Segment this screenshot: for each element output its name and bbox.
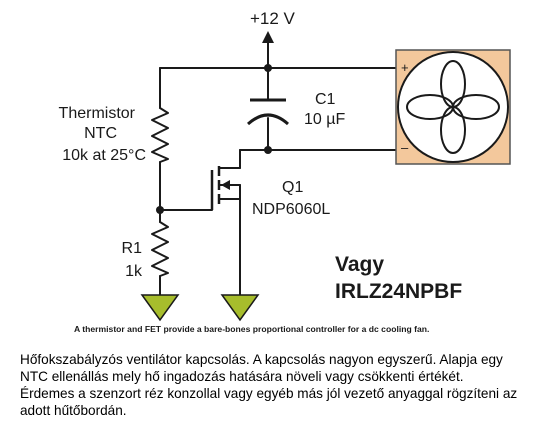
fet-part-label: NDP6060L (252, 201, 330, 218)
resistor-name-label: R1 (122, 240, 143, 257)
fan-plus-label: + (401, 60, 409, 75)
capacitor-symbol (246, 98, 290, 126)
capacitor-value-label: 10 µF (304, 111, 345, 128)
thermistor-symbol (151, 107, 169, 163)
resistor-symbol (151, 221, 169, 277)
alternative-part-label: IRLZ24NPBF (335, 280, 462, 303)
junction-dot (156, 206, 164, 214)
thermistor-type-label: NTC (84, 125, 117, 142)
fet-name-label: Q1 (282, 179, 303, 196)
ground-icon (220, 294, 260, 322)
supply-arrow-icon (262, 31, 274, 43)
ground-icon (140, 294, 180, 322)
resistor-value-label: 1k (125, 263, 143, 280)
junction-dot (264, 64, 272, 72)
alternative-word-label: Vagy (335, 253, 384, 276)
circuit-wires (159, 42, 401, 296)
diagram-caption: A thermistor and FET provide a bare-bone… (74, 324, 429, 334)
fan-icon (395, 49, 511, 165)
mosfet-symbol (210, 166, 241, 210)
capacitor-name-label: C1 (315, 91, 336, 108)
schematic-diagram: +12 V (59, 9, 511, 334)
thermistor-name-label: Thermistor (59, 105, 136, 122)
thermistor-value-label: 10k at 25°C (62, 147, 146, 164)
description-text: Hőfokszabályzós ventilátor kapcsolás. A … (20, 352, 518, 418)
fan-minus-label: – (401, 140, 409, 155)
junction-dot (264, 146, 272, 154)
supply-label: +12 V (250, 9, 296, 28)
